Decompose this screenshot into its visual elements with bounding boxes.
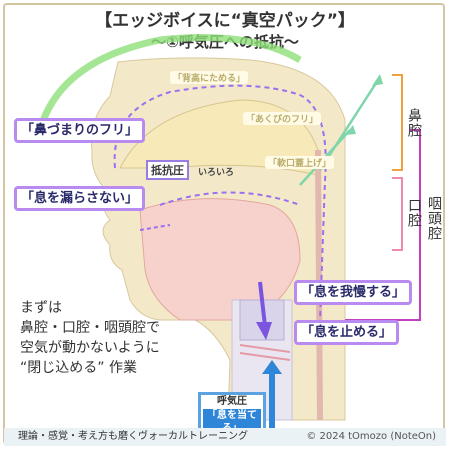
callout-no-leak: 「息を漏らさない」 — [14, 186, 146, 211]
note-line-2: 鼻腔・口腔・咽頭腔で — [20, 320, 160, 336]
breath-pressure-label: 呼気圧 — [217, 396, 247, 407]
note-line-3: 空気が動かないように — [20, 340, 160, 356]
purple-arrowhead-endure — [256, 322, 272, 340]
resistance-note: いろいろ — [198, 168, 235, 178]
footer-bar: 理論・感覚・考え方も磨くヴォーカルトレーニング © 2024 tOmozo (N… — [4, 428, 446, 446]
label-top-back: 「背高にためる」 — [170, 71, 249, 84]
nasal-cavity-label: 鼻腔 — [406, 108, 422, 138]
footer-copyright: © 2024 tOmozo (NoteOn) — [306, 431, 436, 442]
pressure-dashed-path — [113, 84, 327, 321]
pharynx-bracket — [410, 129, 421, 321]
label-yawn: 「あくびのフリ」 — [243, 112, 322, 125]
pressure-dashed-path-3 — [139, 224, 171, 231]
footer-tagline: 理論・感覚・考え方も磨くヴォーカルトレーニング — [18, 431, 248, 442]
handwritten-note: まずは 鼻腔・口腔・咽頭腔で 空気が動かないように “閉じ込める” 作業 — [20, 298, 160, 378]
vocal-fold-line-2 — [239, 352, 291, 361]
callout-endure-breath: 「息を我慢する」 — [294, 280, 413, 305]
larynx — [239, 299, 285, 341]
outer-green-arc — [36, 34, 302, 131]
label-soft-palate: 「軟口蓋上げ」 — [265, 156, 335, 169]
teal-arrowhead-lower — [345, 125, 356, 135]
callout-nasal-congestion: 「鼻づまりのフリ」 — [14, 118, 146, 143]
page-title: 【エッジボイスに“真空パック”】 — [95, 11, 355, 31]
teal-arrow-upper — [318, 79, 380, 171]
callout-stop-breath: 「息を止める」 — [294, 320, 400, 345]
pharynx-cavity-label: 咽頭腔 — [426, 196, 442, 241]
teal-arrowhead-upper — [372, 74, 383, 86]
note-line-4: “閉じ込める” 作業 — [20, 360, 137, 376]
oral-bracket — [392, 177, 403, 251]
blue-arrowhead — [262, 360, 282, 374]
vocal-fold-line-1 — [239, 344, 291, 353]
oral-cavity-label: 口腔 — [406, 198, 422, 228]
nasal-bracket — [392, 74, 403, 171]
note-line-1: まずは — [20, 300, 62, 316]
resistance-box: 抵抗圧 — [146, 160, 189, 180]
purple-arrow-endure — [258, 281, 267, 327]
